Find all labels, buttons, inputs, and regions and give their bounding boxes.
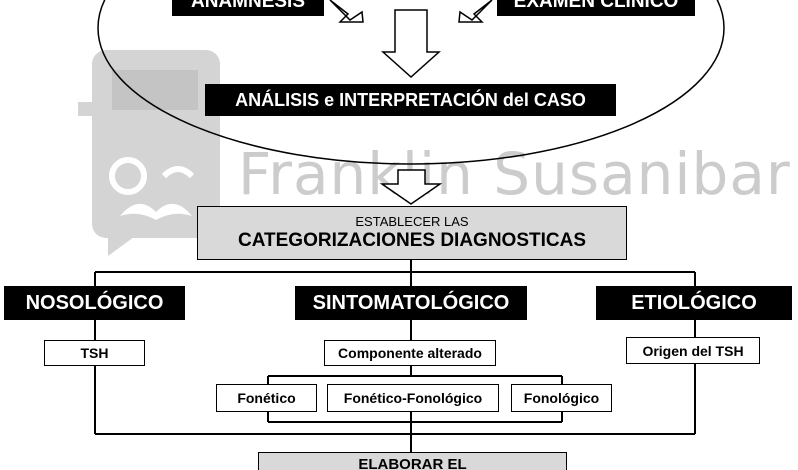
origen-tsh-box: Origen del TSH [626,337,760,364]
watermark-text: Franklin Susanibar [238,140,791,208]
anamnesis-box: ANAMNESIS [172,0,324,16]
establecer-line2: CATEGORIZACIONES DIAGNOSTICAS [238,229,586,251]
arrow-to-establecer [379,169,443,205]
elaborar-box: ELABORAR EL [258,452,567,470]
etiologico-box: ETIOLÓGICO [596,286,792,320]
nosologico-box: NOSOLÓGICO [4,286,185,320]
sintomatologico-box: SINTOMATOLÓGICO [295,286,527,320]
fonetico-box: Fonético [216,384,317,412]
top-ellipse [97,0,725,165]
fonologico-box: Fonológico [511,384,612,412]
arrow-to-analisis [381,9,441,79]
tsh-box: TSH [44,340,145,366]
examen-clinico-box: EXAMEN CLÍNICO [497,0,695,16]
fonetico-fonologico-box: Fonético-Fonológico [327,384,499,412]
arrow-from-examen [458,0,493,23]
establecer-box: ESTABLECER LAS CATEGORIZACIONES DIAGNOST… [197,206,627,260]
establecer-line1: ESTABLECER LAS [355,213,469,229]
analisis-box: ANÁLISIS e INTERPRETACIÓN del CASO [205,84,616,116]
franklin-avatar-icon [78,50,228,256]
elaborar-text: ELABORAR EL [358,456,467,470]
arrow-from-anamnesis [329,0,364,23]
componente-alterado-box: Componente alterado [324,340,496,366]
